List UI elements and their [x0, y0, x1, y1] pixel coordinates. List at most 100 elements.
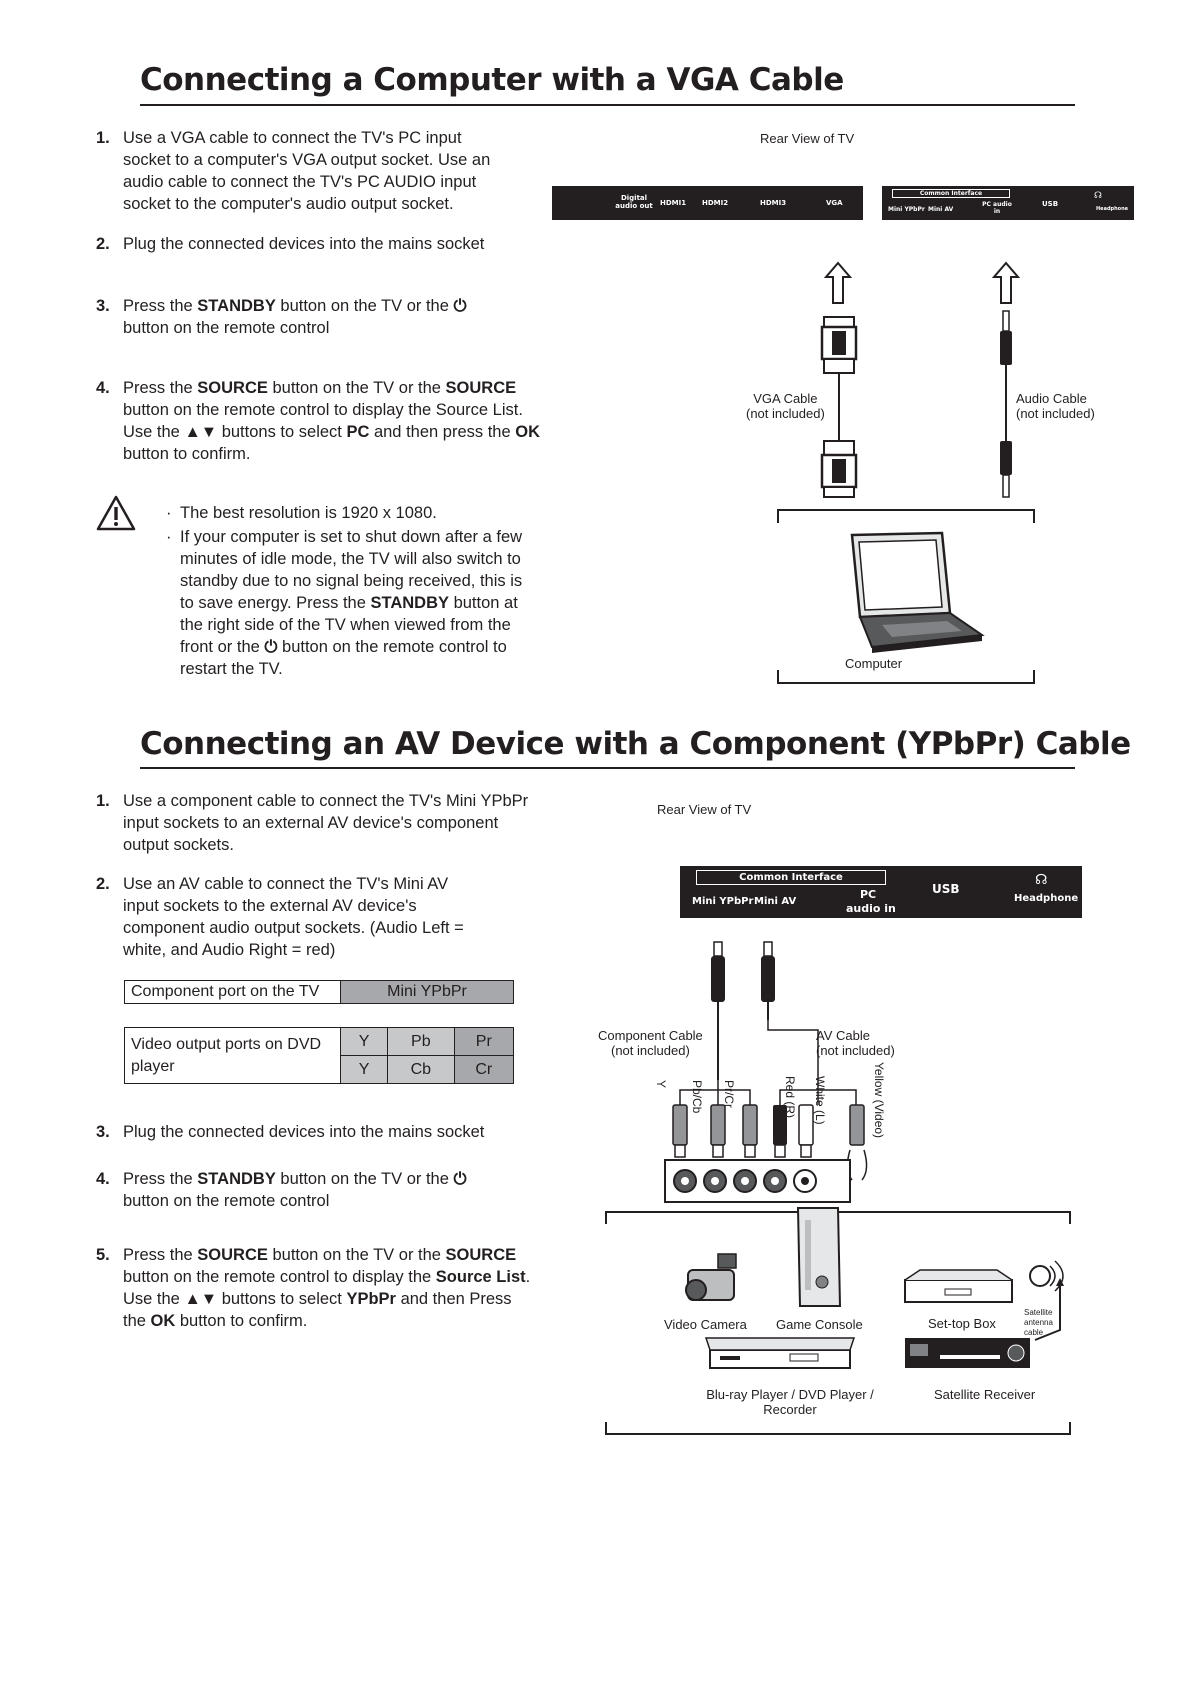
table-cell: Cb	[387, 1055, 455, 1084]
rca-plug-icon	[711, 941, 725, 1080]
plug-pb-label: Pb/Cb	[690, 1080, 704, 1114]
set-top-box-label: Set-top Box	[928, 1316, 996, 1331]
up-down-arrows-icon: ▲▼	[184, 423, 218, 441]
s1-step-3: 3. Press the STANDBY button on the TV or…	[96, 295, 496, 339]
rear-view-label: Rear View of TV	[657, 802, 752, 817]
port-pc: PC	[860, 888, 877, 901]
component-plug-icon	[742, 1104, 758, 1158]
plug-pr-label: Pr/Cr	[722, 1080, 736, 1108]
av-cable-label: AV Cable (not included)	[816, 1028, 895, 1058]
video-camera-label: Video Camera	[664, 1317, 747, 1332]
port-mini-ypbpr: Mini YPbPr	[692, 896, 754, 907]
step-number: 3.	[96, 1123, 110, 1141]
vga-connector-icon	[820, 440, 858, 498]
game-console-label: Game Console	[776, 1317, 863, 1332]
port-audio-in: audio in	[846, 902, 896, 915]
step-number: 2.	[96, 875, 110, 893]
satellite-receiver-icon	[905, 1338, 1030, 1368]
step-text: Plug the connected devices into the main…	[123, 1123, 485, 1141]
plug-y-label: Y	[654, 1080, 668, 1089]
note-2: ·If your computer is set to shut down af…	[166, 528, 523, 678]
step-text: Plug the connected devices into the main…	[123, 235, 485, 253]
section2-rule	[140, 767, 1075, 769]
step-number: 3.	[96, 297, 110, 315]
tv-panel-left: Digital audio out HDMI1 HDMI2 HDMI3 VGA	[552, 186, 863, 220]
component-plug-icon	[672, 1104, 688, 1158]
up-down-arrows-icon: ▲▼	[184, 1290, 218, 1308]
step-text: Press the STANDBY button on the TV or th…	[123, 297, 467, 337]
table-cell: Mini YPbPr	[340, 980, 514, 1004]
step-text: Use an AV cable to connect the TV's Mini…	[123, 875, 464, 959]
headphone-icon: ☊	[1035, 872, 1048, 888]
step-number: 4.	[96, 1170, 110, 1188]
section1-title: Connecting a Computer with a VGA Cable	[140, 62, 844, 98]
step-number: 2.	[96, 235, 110, 253]
s2-step-3: 3. Plug the connected devices into the m…	[96, 1121, 526, 1143]
vga-connector-icon	[820, 316, 858, 440]
component-port-table: Component port on the TV Mini YPbPr	[124, 980, 514, 1004]
s2-step-2: 2. Use an AV cable to connect the TV's M…	[96, 873, 476, 961]
port-mini-av: Mini AV	[754, 896, 797, 907]
rear-view-label: Rear View of TV	[760, 131, 855, 146]
table-cell: Cr	[453, 1055, 515, 1084]
port-hdmi2: HDMI2	[702, 199, 729, 207]
power-icon: ⏻	[453, 1170, 467, 1188]
port-common-interface: Common Interface	[892, 189, 1010, 198]
port-usb: USB	[932, 882, 960, 896]
s1-step-1: 1. Use a VGA cable to connect the TV's P…	[96, 127, 506, 215]
satellite-receiver-label: Satellite Receiver	[934, 1387, 1036, 1402]
headphone-icon: ☊	[1094, 191, 1102, 201]
port-common-interface: Common Interface	[696, 870, 886, 885]
table-cell: Video output ports on DVD player	[124, 1027, 341, 1084]
component-connection-diagram	[605, 941, 1071, 1435]
power-icon: ⏻	[453, 297, 467, 315]
bluray-player-icon	[704, 1337, 856, 1369]
warning-icon	[96, 495, 136, 531]
step-number: 1.	[96, 129, 110, 147]
section1-rule	[140, 104, 1075, 106]
step-text: Press the SOURCE button on the TV or the…	[123, 379, 540, 463]
section2-title: Connecting an AV Device with a Component…	[140, 726, 1131, 762]
step-text: Use a component cable to connect the TV'…	[123, 792, 529, 854]
step-text: Use a VGA cable to connect the TV's PC i…	[123, 129, 491, 213]
set-top-box-icon	[904, 1269, 1013, 1303]
bluray-label: Blu-ray Player / DVD Player / Recorder	[706, 1387, 874, 1417]
audio-plug-red-icon	[773, 1105, 787, 1158]
video-camera-icon	[685, 1253, 737, 1301]
computer-label: Computer	[845, 656, 903, 671]
table-cell: Pr	[453, 1027, 515, 1056]
audio-plug-icon	[1000, 310, 1012, 441]
port-hdmi1: HDMI1	[660, 199, 687, 207]
table-cell: Component port on the TV	[124, 980, 341, 1004]
port-digital-audio: Digital audio out	[615, 194, 653, 210]
table-cell: Y	[339, 1055, 389, 1084]
plug-white-label: White (L)	[813, 1076, 827, 1125]
plug-yellow-label: Yellow (Video)	[872, 1062, 886, 1139]
satellite-dish-icon	[1029, 1260, 1064, 1341]
s1-notes: ·The best resolution is 1920 x 1080. ·If…	[166, 502, 536, 680]
step-number: 1.	[96, 792, 110, 810]
port-mini-ypbpr: Mini YPbPr	[888, 206, 925, 213]
video-plug-yellow-icon	[846, 1104, 868, 1181]
port-mini-av: Mini AV	[928, 206, 954, 213]
power-icon: ⏻	[264, 638, 278, 656]
port-pc-audio: PC audio in	[982, 201, 1012, 215]
audio-plug-icon	[1000, 441, 1012, 498]
port-hdmi3: HDMI3	[760, 199, 787, 207]
s2-step-5: 5. Press the SOURCE button on the TV or …	[96, 1244, 536, 1332]
step-text: Press the SOURCE button on the TV or the…	[123, 1246, 531, 1330]
arrow-up-icon	[991, 261, 1021, 304]
component-plug-icon	[710, 1104, 726, 1158]
table-cell: Pb	[387, 1027, 455, 1056]
step-number: 5.	[96, 1246, 110, 1264]
plug-red-label: Red (R)	[783, 1076, 797, 1119]
tv-panel-right: Common Interface Mini YPbPr Mini AV PC a…	[882, 186, 1134, 220]
s2-step-4: 4. Press the STANDBY button on the TV or…	[96, 1168, 496, 1212]
satellite-cable-label: Satellite antenna cable	[1024, 1308, 1053, 1337]
port-usb: USB	[1042, 200, 1059, 208]
audio-plug-white-icon	[798, 1104, 814, 1158]
component-cable-label: Component Cable (not included)	[598, 1028, 703, 1058]
arrow-up-icon	[823, 261, 853, 304]
port-headphone: Headphone	[1096, 206, 1129, 212]
